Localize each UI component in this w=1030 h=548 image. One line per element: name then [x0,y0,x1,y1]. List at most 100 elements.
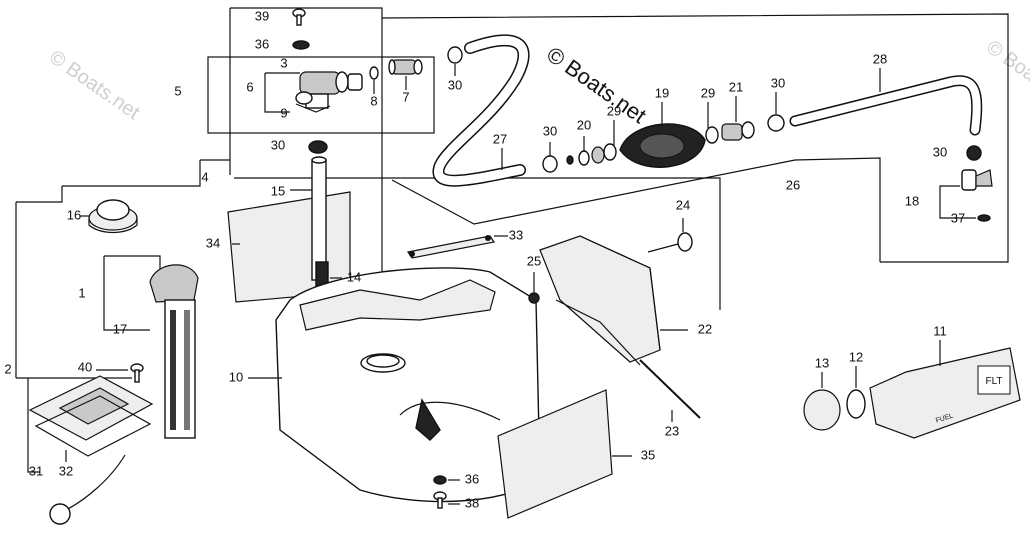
o-ring-8 [369,66,379,80]
callout-35: 35 [641,447,655,462]
mounting-plate-32 [28,375,154,525]
filler-cap-16 [88,199,138,234]
can-label: FLT [985,376,1002,387]
callout-29: 29 [607,103,621,118]
callout-5: 5 [174,83,181,98]
assembly-5-box [207,56,435,134]
label-plate-35 [497,389,613,519]
callout-24: 24 [676,197,690,212]
clip-30-a [447,46,463,64]
nut-25 [528,292,540,304]
bracket-16b [16,186,63,203]
fuel-joint-7 [388,59,423,75]
callout-16: 16 [67,207,81,222]
bracket-6-9 [264,73,290,113]
callout-34: 34 [206,235,220,250]
callout-18: 18 [905,193,919,208]
hose-frame-lower [391,159,796,225]
callout-25: 25 [527,253,541,268]
primer-bulb-19 [619,123,706,168]
callout-30: 30 [771,75,785,90]
clip-30-b [542,155,558,173]
callout-6: 6 [246,79,253,94]
callout-23: 23 [665,423,679,438]
cap-13 [803,389,841,431]
screw-38 [433,491,447,509]
callout-38: 38 [465,495,479,510]
callout-1: 1 [78,285,85,300]
callout-27: 27 [493,131,507,146]
screw-39 [292,8,306,26]
callout-11: 11 [933,323,947,338]
callout-33: 33 [509,227,523,242]
callout-30: 30 [448,77,462,92]
callout-7: 7 [402,89,409,104]
callout-32: 32 [59,463,73,478]
fuel-tank-10 [275,267,541,503]
watermark-faint-left: © Boats.net [45,46,144,124]
grommet-pin [647,243,679,253]
pickup-tube-15 [311,156,329,289]
clip-30-c [767,114,785,132]
bracket-2 [16,377,40,473]
clip-30-e [966,145,982,161]
hose-frame-upper [381,13,1009,263]
callout-28: 28 [873,51,887,66]
callout-17: 17 [113,321,127,336]
callout-21: 21 [729,79,743,94]
callout-39: 39 [255,8,269,23]
callout-37: 37 [951,210,965,225]
callout-30: 30 [271,137,285,152]
callout-4: 4 [201,169,208,184]
callout-20: 20 [577,117,591,132]
handle-bar-33 [407,235,495,259]
bracket-16 [62,160,201,187]
callout-8: 8 [370,93,377,108]
washer-36-top [292,40,310,50]
bracket-37 [939,202,976,219]
clip-30-d [308,140,328,154]
gasket-12 [846,389,866,419]
check-valve-parts-29-20 [566,143,617,166]
frame-top [230,7,383,18]
tank-cover-22 [539,235,661,366]
callout-19: 19 [655,85,669,100]
fuel-hose-27 [434,35,529,186]
callout-15: 15 [271,183,285,198]
callout-22: 22 [698,321,712,336]
gauge-rod-23 [639,359,701,419]
callout-10: 10 [229,369,243,384]
connector-29-21 [705,121,755,144]
callout-26: 26 [786,177,800,192]
callout-3: 3 [280,55,287,70]
fuel-hose-28-outline [789,75,983,136]
callout-31: 31 [29,463,43,478]
callout-9: 9 [280,105,287,120]
callout-29: 29 [701,85,715,100]
fuel-hose-28 [791,76,981,134]
fuel-joint-6 [295,71,363,113]
o-ring-37 [977,214,991,222]
callout-12: 12 [849,349,863,364]
connector-18 [961,169,993,191]
hose-frame-right [794,157,881,262]
screw-40 [130,363,144,383]
callout-30: 30 [543,123,557,138]
callout-13: 13 [815,355,829,370]
fuel-gauge-17 [149,264,199,439]
callout-36: 36 [255,36,269,51]
callout-30: 30 [933,144,947,159]
bracket-1-bottom [103,256,150,331]
tank-frame-top [234,177,721,310]
bracket-1-top [104,255,161,270]
callout-40: 40 [78,359,92,374]
watermark-main: © Boats.net [542,42,651,129]
grommet-24 [677,232,693,252]
watermark-faint-right: © Boats [982,36,1030,95]
callout-14: 14 [347,269,361,284]
callout-36: 36 [465,471,479,486]
bracket-18 [939,185,960,202]
